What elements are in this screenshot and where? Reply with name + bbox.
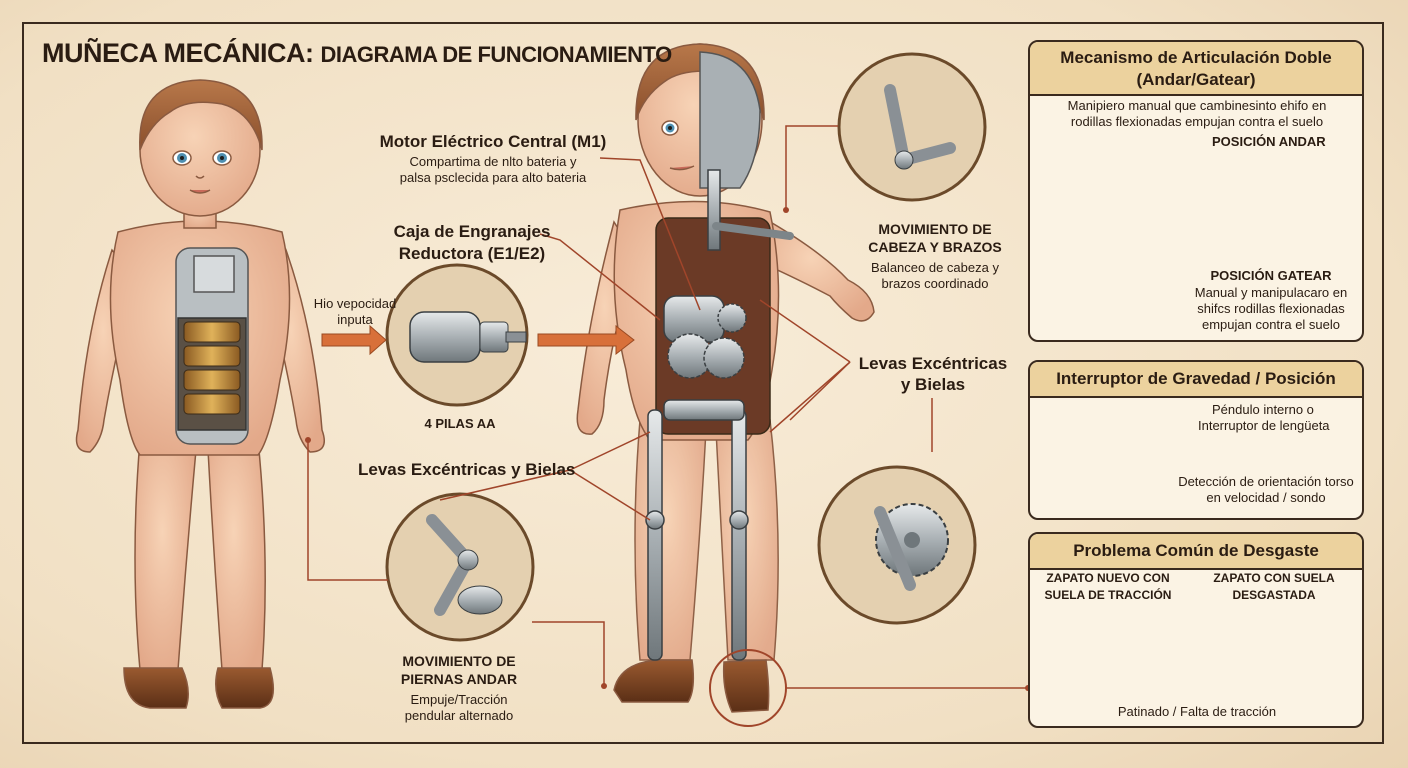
walk-position-label: POSICIÓN ANDAR bbox=[1212, 134, 1326, 149]
gearbox-title-1: Caja de Engranajes bbox=[393, 222, 551, 241]
batteries-label: 4 PILAS AA bbox=[424, 416, 496, 431]
outer-frame bbox=[22, 22, 1384, 744]
cams-right-label-2: y Bielas bbox=[900, 375, 966, 394]
pendulum-label-1: Péndulo interno o bbox=[1212, 402, 1314, 417]
legs-title-2: PIERNAS ANDAR bbox=[400, 671, 518, 687]
wear-caption: Patinado / Falta de tracción bbox=[1117, 704, 1277, 719]
new-shoe-label-1: ZAPATO NUEVO CON bbox=[1046, 571, 1170, 585]
wear-problem-panel: Problema Común de Desgaste bbox=[1028, 532, 1364, 728]
title-sub: DIAGRAMA DE FUNCIONAMIENTO bbox=[320, 42, 673, 67]
motor-desc-1: Compartima de nlto bateria y bbox=[409, 154, 577, 169]
legs-desc-2: pendular alternado bbox=[404, 708, 514, 723]
crawl-desc-3: empujan contra el suelo bbox=[1201, 317, 1341, 332]
leader-lines bbox=[307, 125, 1028, 689]
gravity-panel-header: Interruptor de Gravedad / Posición bbox=[1030, 362, 1362, 398]
joint-mechanism-panel: Mecanismo de Articulación Doble (Andar/G… bbox=[1028, 40, 1364, 342]
worn-shoe-label-2: DESGASTADA bbox=[1232, 588, 1316, 602]
legs-title-1: MOVIMIENTO DE bbox=[402, 653, 516, 669]
title-main: MUÑECA MECÁNICA: bbox=[42, 38, 314, 68]
new-shoe-label-2: SUELA DE TRACCIÓN bbox=[1044, 588, 1172, 602]
joint-title-1: Mecanismo de Articulación Doble bbox=[1060, 48, 1332, 67]
flow-arrows bbox=[321, 324, 635, 356]
worn-shoe-label-1: ZAPATO CON SUELA bbox=[1213, 571, 1335, 585]
head-arms-callout bbox=[837, 52, 987, 202]
pendulum-label-2: Interruptor de lengüeta bbox=[1198, 418, 1330, 433]
input-label-1: Hio vepocidad bbox=[313, 296, 397, 311]
wear-panel-header: Problema Común de Desgaste bbox=[1030, 534, 1362, 570]
cams-right-label-1: Levas Excéntricas bbox=[858, 354, 1008, 373]
crawl-desc-1: Manual y manipulacaro en bbox=[1194, 285, 1348, 300]
crawl-desc-2: shifcs rodillas flexionadas bbox=[1197, 301, 1345, 316]
legs-desc-1: Empuje/Tracción bbox=[410, 692, 508, 707]
joint-panel-header: Mecanismo de Articulación Doble (Andar/G… bbox=[1030, 42, 1362, 96]
gravity-switch-panel: Interruptor de Gravedad / Posición bbox=[1028, 360, 1364, 520]
head-arms-title-1: MOVIMIENTO DE bbox=[878, 221, 992, 237]
detect-label-2: en velocidad / sondo bbox=[1206, 490, 1326, 505]
joint-desc-2: rodillas flexionadas empujan contra el s… bbox=[1070, 114, 1324, 129]
detect-label-1: Detección de orientación torso bbox=[1178, 474, 1354, 489]
head-arms-title-2: CABEZA Y BRAZOS bbox=[868, 239, 1002, 255]
crawl-position-label: POSICIÓN GATEAR bbox=[1210, 268, 1332, 283]
joint-desc-1: Manipiero manual que cambinesinto ehifo … bbox=[1067, 98, 1327, 113]
battery-pack bbox=[183, 321, 241, 415]
motor-callout bbox=[385, 263, 529, 407]
motor-title: Motor Eléctrico Central (M1) bbox=[379, 132, 607, 151]
joint-title-2: (Andar/Gatear) bbox=[1136, 70, 1256, 89]
input-label-2: inputa bbox=[337, 312, 373, 327]
legs-cam-callout bbox=[385, 492, 535, 642]
gearbox-title-2: Reductora (E1/E2) bbox=[398, 244, 546, 263]
head-arms-desc-1: Balanceo de cabeza y bbox=[871, 260, 999, 275]
gear-cam-callout bbox=[817, 465, 977, 625]
page-title: MUÑECA MECÁNICA: DIAGRAMA DE FUNCIONAMIE… bbox=[42, 38, 672, 69]
center-doll-mechanism bbox=[645, 169, 794, 661]
cams-left-label: Levas Excéntricas y Bielas bbox=[358, 460, 576, 479]
motor-desc-2: palsa psclecida para alto bateria bbox=[399, 170, 587, 185]
head-arms-desc-2: brazos coordinado bbox=[881, 276, 989, 291]
